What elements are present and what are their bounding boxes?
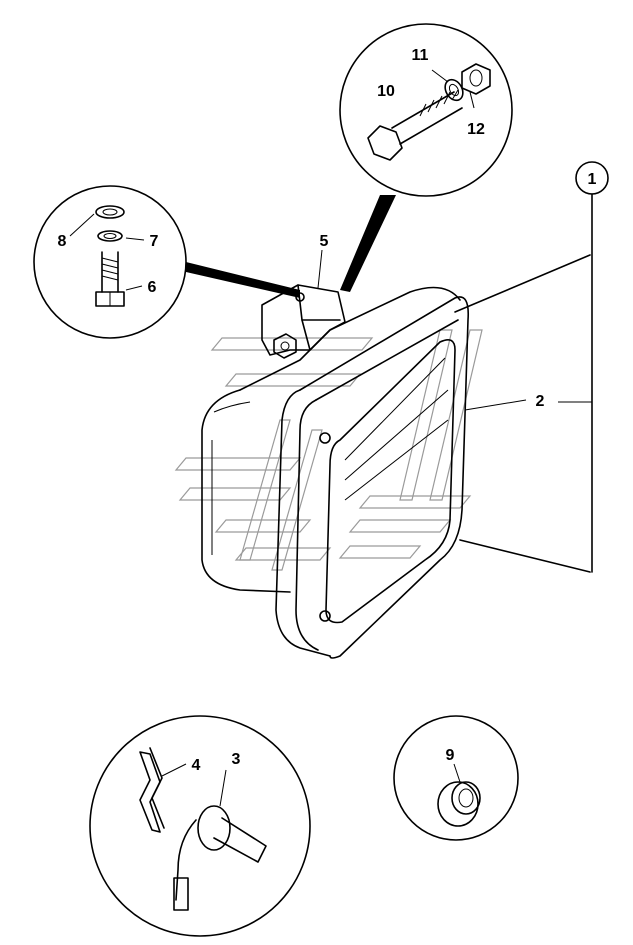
detail-circle-left (33, 185, 187, 339)
washer-icon (95, 205, 125, 242)
callout-5-label: 5 (320, 233, 329, 250)
hex-nut-icon (461, 63, 491, 95)
leader-5 (317, 249, 323, 289)
callout-1-label: 1 (588, 171, 597, 188)
callout-9-label: 9 (446, 747, 455, 764)
rubber-grommet-icon (437, 781, 481, 827)
leader-wedge-top (340, 195, 396, 292)
detail-circle-grommet (393, 715, 519, 841)
callout-7-label: 7 (150, 233, 159, 250)
callout-12-label: 12 (467, 121, 485, 138)
spring-clip-icon (139, 747, 165, 833)
callout-3-label: 3 (232, 751, 241, 768)
ge-logo-watermark-icon (174, 329, 483, 571)
work-lamp-icon (201, 254, 591, 659)
hex-bolt-icon (367, 89, 463, 161)
callout-6-label: 6 (148, 279, 157, 296)
callout-2-label: 2 (536, 393, 545, 410)
detail-circle-top (339, 23, 513, 197)
mounting-bracket-icon (261, 284, 346, 359)
callout-10-label: 10 (377, 83, 395, 100)
detail-circle-bulb (89, 715, 311, 937)
callout-1-bracket (464, 161, 609, 573)
callout-8-label: 8 (58, 233, 67, 250)
leader-wedge-left (186, 262, 300, 298)
halogen-bulb-icon (173, 805, 267, 911)
callout-4-label: 4 (192, 757, 201, 774)
callout-11-label: 11 (412, 47, 429, 64)
hex-bolt-icon (95, 251, 125, 307)
washer-icon (444, 78, 464, 102)
